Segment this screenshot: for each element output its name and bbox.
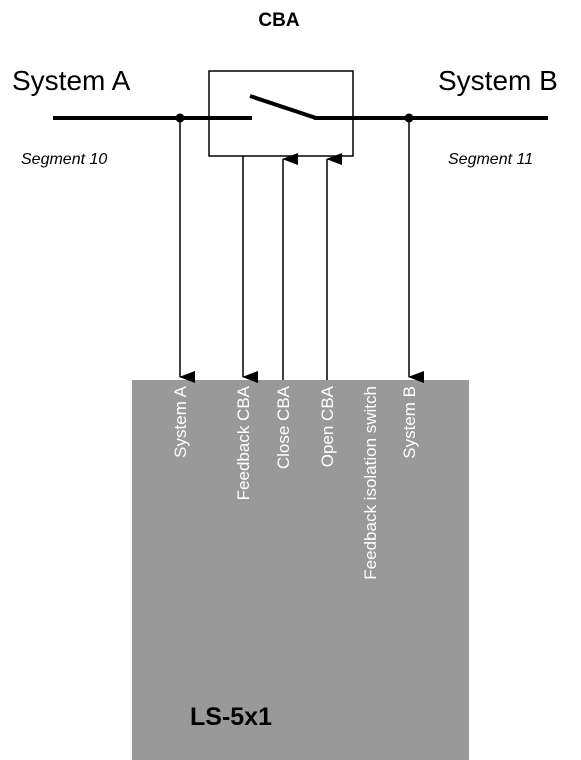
segment-11-label: Segment 11 xyxy=(448,151,533,168)
segment-10-label: Segment 10 xyxy=(21,151,107,168)
signal-label-close-cba: Close CBA xyxy=(274,385,293,469)
device-box xyxy=(132,380,469,760)
signal-label-open-cba: Open CBA xyxy=(318,385,337,467)
system-a-label: System A xyxy=(12,65,131,96)
breaker-title: CBA xyxy=(258,10,299,31)
device-name: LS-5x1 xyxy=(190,703,272,731)
breaker-box xyxy=(208,70,354,157)
signal-label-system-a: System A xyxy=(171,385,190,457)
signal-label-system-b: System B xyxy=(400,386,419,459)
system-b-label: System B xyxy=(438,65,558,96)
signal-label-feedback-cba: Feedback CBA xyxy=(234,385,253,500)
signal-label-feedback-isolation-switch: Feedback isolation switch xyxy=(361,386,380,580)
switch-blade xyxy=(249,94,317,120)
